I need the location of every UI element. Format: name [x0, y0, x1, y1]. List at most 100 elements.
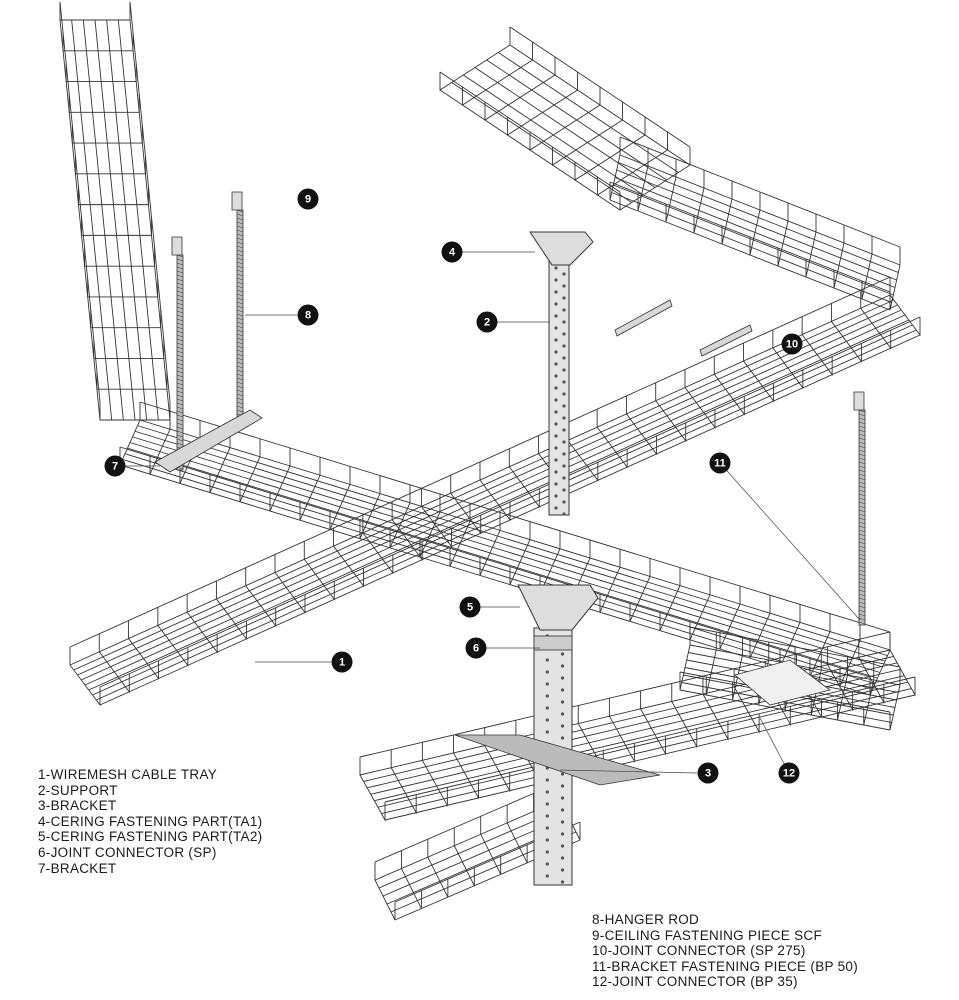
wiremesh-tray-cross: [119, 401, 891, 696]
rod-thread: [858, 437, 866, 441]
channel-hole: [545, 838, 549, 842]
rod-thread: [858, 493, 866, 497]
tray-cross-wire: [640, 690, 667, 756]
rod-thread: [176, 410, 184, 414]
tray-longitudinal-wire: [106, 19, 148, 421]
legend-item: 5-CERING FASTENING PART(TA2): [38, 829, 263, 845]
channel-hole: [562, 500, 566, 504]
tray-cross-wire: [608, 698, 635, 763]
rod-thread: [858, 433, 866, 437]
rod-thread: [236, 233, 244, 237]
channel-hole: [554, 398, 558, 402]
channel-hole: [554, 338, 558, 342]
channel-hole: [545, 850, 549, 854]
rod-thread: [236, 213, 244, 217]
rod-thread: [858, 445, 866, 449]
rod-thread: [236, 349, 244, 353]
legend-item: 8-HANGER ROD: [592, 912, 700, 927]
rod-thread: [176, 422, 184, 426]
joint-connector-sp275: [614, 299, 673, 337]
tray-cross-wire: [149, 411, 171, 475]
channel-hole: [562, 308, 566, 312]
tray-longitudinal-wire: [129, 19, 171, 421]
callout-8: 8: [297, 304, 319, 326]
channel-hole: [554, 266, 558, 270]
channel-hole: [545, 826, 549, 830]
ceiling-fastening-piece: [231, 191, 243, 211]
rod-thread: [176, 258, 184, 262]
rod-thread: [858, 461, 866, 465]
rod-thread: [236, 273, 244, 277]
channel-hole: [545, 802, 549, 806]
tray-cross-wire: [719, 586, 741, 650]
rod-thread: [176, 414, 184, 418]
tray-cross-wire: [805, 214, 817, 278]
tray-cross-wire: [552, 102, 623, 166]
rod-thread: [176, 434, 184, 438]
tray-cross-wire: [597, 132, 668, 196]
rod-thread: [236, 225, 244, 229]
channel-hole: [562, 464, 566, 468]
tray-cross-wire: [889, 667, 901, 731]
callout-6: 6: [465, 637, 487, 659]
rod-thread: [858, 581, 866, 585]
tray-cross-wire: [733, 668, 760, 734]
rod-thread: [176, 438, 184, 442]
tray-cross-wire: [462, 42, 533, 106]
tray-cross-wire: [508, 448, 540, 509]
rod-thread: [858, 473, 866, 477]
channel-hole: [554, 290, 558, 294]
tray-cross-wire: [619, 147, 691, 211]
channel-hole: [545, 814, 549, 818]
tray-cross-wire: [78, 186, 149, 206]
channel-hole: [562, 272, 566, 276]
tray-cross-wire: [359, 757, 386, 822]
rod-thread: [858, 465, 866, 469]
rod-thread: [236, 277, 244, 281]
channel-hole: [562, 476, 566, 480]
legend-item: 4-CERING FASTENING PART(TA1): [38, 813, 263, 829]
channel-hole: [545, 694, 549, 698]
tray-cross-wire: [96, 371, 168, 390]
rod-thread: [858, 545, 866, 549]
rod-thread: [176, 406, 184, 410]
rod-thread: [236, 317, 244, 321]
rod-thread: [236, 237, 244, 241]
tray-cross-wire: [671, 683, 698, 749]
tray-cross-wire: [65, 63, 137, 82]
rod-thread: [176, 382, 184, 386]
rod-thread: [176, 402, 184, 406]
rod-thread: [858, 601, 866, 605]
rod-thread: [858, 585, 866, 589]
rod-thread: [858, 521, 866, 525]
channel-hole: [562, 356, 566, 360]
rod-thread: [236, 397, 244, 401]
tray-cross-wire: [157, 607, 189, 667]
channel-hole: [545, 682, 549, 686]
top-branch-tray: [439, 26, 691, 211]
rod-thread: [236, 345, 244, 349]
legend-item: 2-SUPPORT: [38, 782, 118, 798]
channel-hole: [545, 862, 549, 866]
tray-cross-wire: [453, 827, 475, 886]
channel-hole: [562, 320, 566, 324]
channel-hole: [554, 278, 558, 282]
rod-thread: [236, 393, 244, 397]
channel-hole: [560, 676, 565, 680]
rod-thread: [236, 221, 244, 225]
tray-longitudinal-wire: [378, 807, 565, 889]
ceiling-fastening-part-ta1: [529, 231, 594, 266]
bracket-3: [454, 734, 661, 786]
rod-thread: [176, 302, 184, 306]
channel-hole: [562, 452, 566, 456]
legend-item: 3-BRACKET: [38, 798, 117, 814]
tray-cross-wire: [439, 27, 511, 91]
tray-cross-wire: [421, 742, 448, 808]
legend-item: 12-JOINT CONNECTOR (BP 35): [592, 974, 798, 990]
rod-thread: [858, 421, 866, 425]
callout-4: 4: [441, 241, 463, 263]
tray-cross-wire: [391, 501, 423, 561]
rod-thread: [176, 310, 184, 314]
tray-cross-wire: [274, 554, 306, 614]
